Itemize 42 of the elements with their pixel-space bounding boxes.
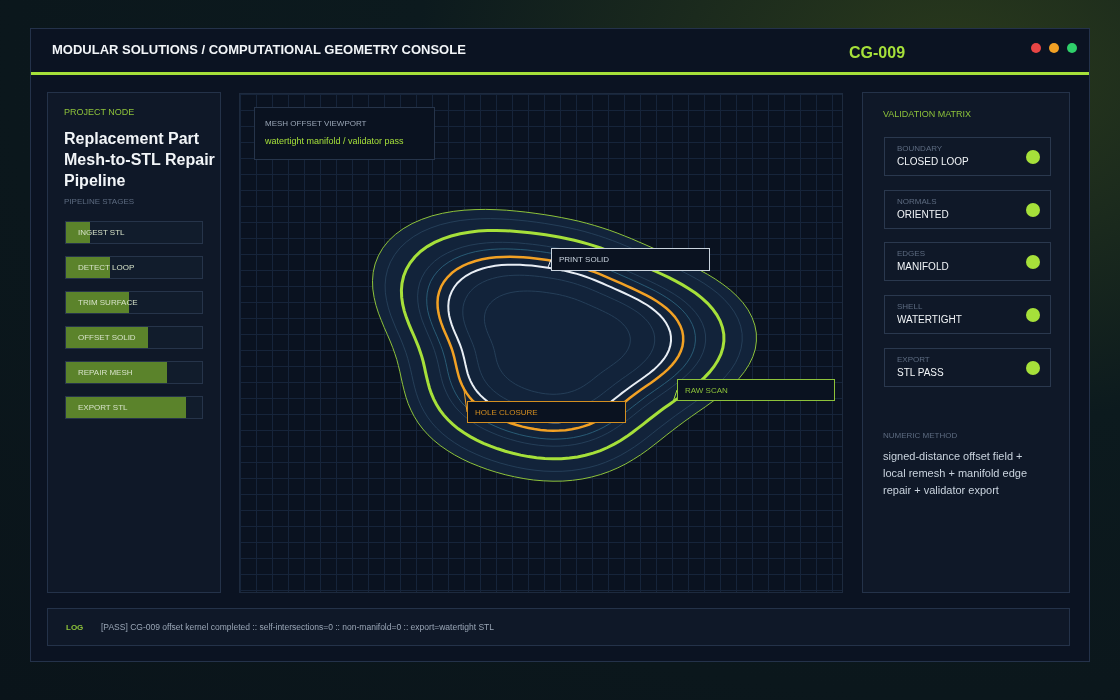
status-card bbox=[884, 137, 1051, 176]
info-box bbox=[254, 107, 435, 160]
callout-label: RAW SCAN bbox=[677, 379, 835, 401]
method-description: signed-distance offset field + local remesh + manifold edge repair + validator export bbox=[883, 449, 1028, 498]
check-value: WATERTIGHT bbox=[897, 314, 962, 325]
status-card bbox=[884, 190, 1051, 229]
status-card bbox=[884, 348, 1051, 387]
check-category: EXPORT bbox=[897, 355, 930, 364]
window-title: MODULAR SOLUTIONS / COMPUTATIONAL GEOMETRY CONSOLE bbox=[52, 42, 466, 57]
check-category: BOUNDARY bbox=[897, 144, 943, 153]
leader-line bbox=[547, 259, 552, 269]
progress-bar: EXPORT STL bbox=[65, 396, 203, 419]
log-panel bbox=[47, 608, 1070, 646]
check-value: MANIFOLD bbox=[897, 261, 949, 272]
callout-label: HOLE CLOSURE bbox=[467, 401, 626, 423]
viewport-grid bbox=[239, 93, 843, 593]
project-title: Replacement Part Mesh-to-STL Repair Pipeline bbox=[64, 129, 216, 191]
log-heading: LOG bbox=[66, 623, 84, 632]
check-category: SHELL bbox=[897, 302, 923, 311]
callout-label: PRINT SOLID bbox=[551, 248, 710, 271]
section-heading: PIPELINE STAGES bbox=[64, 197, 135, 206]
viewport-title: MESH OFFSET VIEWPORT bbox=[265, 119, 367, 128]
leader-line bbox=[672, 389, 678, 403]
side-panel bbox=[862, 92, 1070, 593]
check-value: ORIENTED bbox=[897, 209, 949, 220]
progress-bar: INGEST STL bbox=[65, 221, 203, 244]
console-id: CG-009 bbox=[849, 44, 906, 62]
check-value: STL PASS bbox=[897, 367, 944, 378]
progress-bar: OFFSET SOLID bbox=[65, 326, 203, 349]
status-card bbox=[884, 295, 1051, 334]
progress-bar: REPAIR MESH bbox=[65, 361, 203, 384]
check-category: NORMALS bbox=[897, 197, 937, 206]
progress-bar: DETECT LOOP bbox=[65, 256, 203, 279]
check-category: EDGES bbox=[897, 249, 925, 258]
status-text: watertight manifold / validator pass bbox=[265, 136, 404, 146]
check-value: CLOSED LOOP bbox=[897, 156, 969, 167]
panel-heading: VALIDATION MATRIX bbox=[883, 109, 971, 119]
section-heading: NUMERIC METHOD bbox=[883, 431, 958, 440]
side-panel bbox=[47, 92, 221, 593]
status-card bbox=[884, 242, 1051, 281]
log-message: [PASS] CG-009 offset kernel completed :: self-intersections=0 :: non-manifold=0 :: export=watertight STL bbox=[101, 622, 494, 632]
panel-heading: PROJECT NODE bbox=[64, 107, 135, 117]
